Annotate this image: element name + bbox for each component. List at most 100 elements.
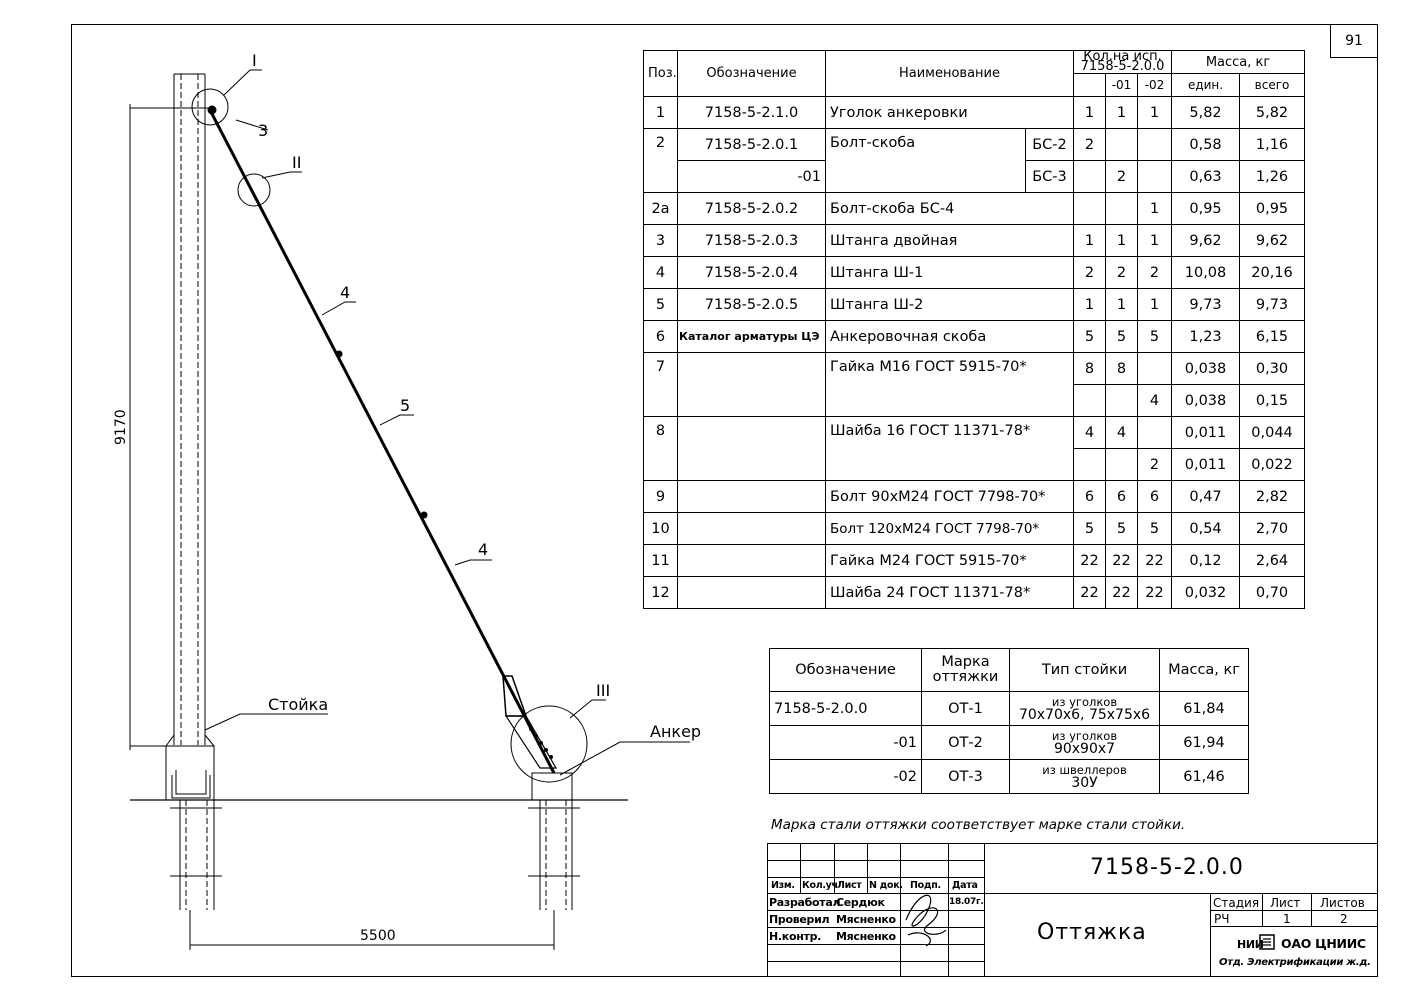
cell-pos: 2 xyxy=(643,128,678,193)
steel-grade-note: Марка стали оттяжки соответствует марке … xyxy=(771,817,1186,833)
cell-mass: 61,46 xyxy=(1159,759,1249,794)
table-row: 5 7158-5-2.0.5 Штанга Ш-2 1 1 1 9,73 9,7… xyxy=(643,288,1306,321)
callout-label-II: II xyxy=(292,153,301,172)
post-type-line1: из уголков xyxy=(1051,694,1118,709)
cell-designation: 7158-5-2.0.4 xyxy=(677,256,826,289)
header-name: Наименование xyxy=(825,50,1074,97)
cell-qty xyxy=(1073,448,1106,481)
cell-qty: 4 xyxy=(1105,416,1138,449)
document-title: Оттяжка xyxy=(1037,920,1147,945)
cell-qty: 1 xyxy=(1105,96,1138,129)
cell-mass: 61,84 xyxy=(1159,691,1249,726)
cell-pos: 12 xyxy=(643,576,678,609)
hdr-podp: Подп. xyxy=(910,880,941,891)
marks-table: Обозначение Марка оттяжки Тип стойки Мас… xyxy=(769,648,1249,794)
post-label: Стойка xyxy=(268,695,328,714)
cell-designation: Каталог арматуры ЦЭ xyxy=(677,320,826,353)
cell-mass-unit: 5,82 xyxy=(1171,96,1241,129)
org-department: Отд. Электрификации ж.д. xyxy=(1219,957,1371,968)
org-logo-icon xyxy=(1259,934,1275,950)
header-mass-group: Масса, кг xyxy=(1171,50,1306,74)
cell-designation xyxy=(677,576,826,609)
cell-pos: 9 xyxy=(643,480,678,513)
cell-qty xyxy=(1073,384,1106,417)
cell-designation: 7158-5-2.0.2 xyxy=(677,192,826,225)
cell-pos: 11 xyxy=(643,544,678,577)
cell-name: Болт 90хМ24 ГОСТ 7798-70* xyxy=(825,480,1074,513)
cell-mass-unit: 1,23 xyxy=(1171,320,1241,353)
cell-mass-total: 0,95 xyxy=(1239,192,1306,225)
callout-label-5: 5 xyxy=(400,396,410,415)
cell-qty xyxy=(1073,192,1106,225)
name-checked: Мясненко xyxy=(836,913,896,926)
anchor-foundation xyxy=(528,772,580,910)
table-row: 4 0,038 0,15 xyxy=(644,384,1306,417)
cell-designation: -01 xyxy=(677,160,826,193)
cell-qty xyxy=(1105,128,1138,161)
base-dimension: 5500 xyxy=(360,928,396,944)
cell-mass-unit: 0,011 xyxy=(1171,448,1241,481)
cell-name: Шайба 16 ГОСТ 11371-78* xyxy=(825,416,1074,481)
cell-mass-unit: 0,54 xyxy=(1171,512,1241,545)
cell-qty: 5 xyxy=(1073,512,1106,545)
cell-mark: ОТ-3 xyxy=(921,759,1010,794)
cell-mass-unit: 0,63 xyxy=(1171,160,1241,193)
header-designation: Обозначение xyxy=(677,50,826,97)
header-qty-group: Кол.на исп. 7158-5-2.0.0 xyxy=(1072,50,1173,74)
cell-designation xyxy=(677,512,826,545)
cell-name: Уголок анкеровки xyxy=(825,96,1074,129)
cell-qty xyxy=(1136,128,1173,161)
rod-joint xyxy=(420,511,428,519)
cell-mass-unit: 9,73 xyxy=(1171,288,1241,321)
cell-qty: 8 xyxy=(1105,352,1138,385)
post-type-line2: 90х90х7 xyxy=(1053,740,1116,757)
name-normcontrol: Мясненко xyxy=(836,930,896,943)
header-designation: Обозначение xyxy=(769,648,922,692)
org-nii: НИИ xyxy=(1237,938,1264,951)
height-dimension: 9170 xyxy=(113,409,129,445)
cell-qty: 5 xyxy=(1105,320,1138,353)
callout-circle-III xyxy=(510,705,588,783)
cell-mass-total: 9,62 xyxy=(1239,224,1306,257)
cell-designation: -01 xyxy=(769,725,922,760)
header-qty-01: -01 xyxy=(1105,73,1138,97)
cell-qty: 8 xyxy=(1073,352,1106,385)
role-developed: Разработал xyxy=(769,896,841,909)
cell-mass-total: 2,82 xyxy=(1239,480,1306,513)
cell-mass-unit: 0,038 xyxy=(1171,384,1241,417)
cell-designation xyxy=(677,416,826,481)
hdr-data: Дата xyxy=(952,880,978,891)
cell-mass-total: 5,82 xyxy=(1239,96,1306,129)
cell-pos: 2а xyxy=(643,192,678,225)
cell-qty xyxy=(1105,384,1138,417)
hdr-izm: Изм. xyxy=(771,880,795,891)
cell-name: Болт 120хМ24 ГОСТ 7798-70* xyxy=(825,512,1074,545)
header-qty-02: -02 xyxy=(1136,73,1173,97)
cell-mass-total: 9,73 xyxy=(1239,288,1306,321)
cell-name: Шайба 24 ГОСТ 11371-78* xyxy=(825,576,1074,609)
cell-qty: 22 xyxy=(1073,576,1106,609)
cell-designation: 7158-5-2.0.3 xyxy=(677,224,826,257)
table-row: 2а 7158-5-2.0.2 Болт-скоба БС-4 1 0,95 0… xyxy=(643,192,1306,225)
turnbuckle-holes xyxy=(529,727,553,759)
callout-label-4b: 4 xyxy=(478,540,488,559)
table-row: 12 Шайба 24 ГОСТ 11371-78* 22 22 22 0,03… xyxy=(643,576,1306,609)
header-mark: Марка оттяжки xyxy=(921,648,1010,692)
table-row: 2 7158-5-2.0.1 Болт-скоба БС-2 2 0,58 1,… xyxy=(643,128,1306,193)
rod-top-fix xyxy=(207,105,217,115)
table-row: -01 БС-3 2 0,63 1,26 xyxy=(644,160,1306,193)
cell-mass-unit: 9,62 xyxy=(1171,224,1241,257)
cell-qty: 2 xyxy=(1105,256,1138,289)
cell-name: Болт-скоба БС-4 xyxy=(825,192,1074,225)
cell-qty: 5 xyxy=(1136,320,1173,353)
cell-mass-total: 0,022 xyxy=(1239,448,1306,481)
cell-qty: 5 xyxy=(1073,320,1106,353)
cell-pos: 6 xyxy=(643,320,678,353)
table-row: 9 Болт 90хМ24 ГОСТ 7798-70* 6 6 6 0,47 2… xyxy=(643,480,1306,513)
cell-pos: 8 xyxy=(643,416,678,481)
cell-name: Болт-скоба xyxy=(825,128,1026,193)
